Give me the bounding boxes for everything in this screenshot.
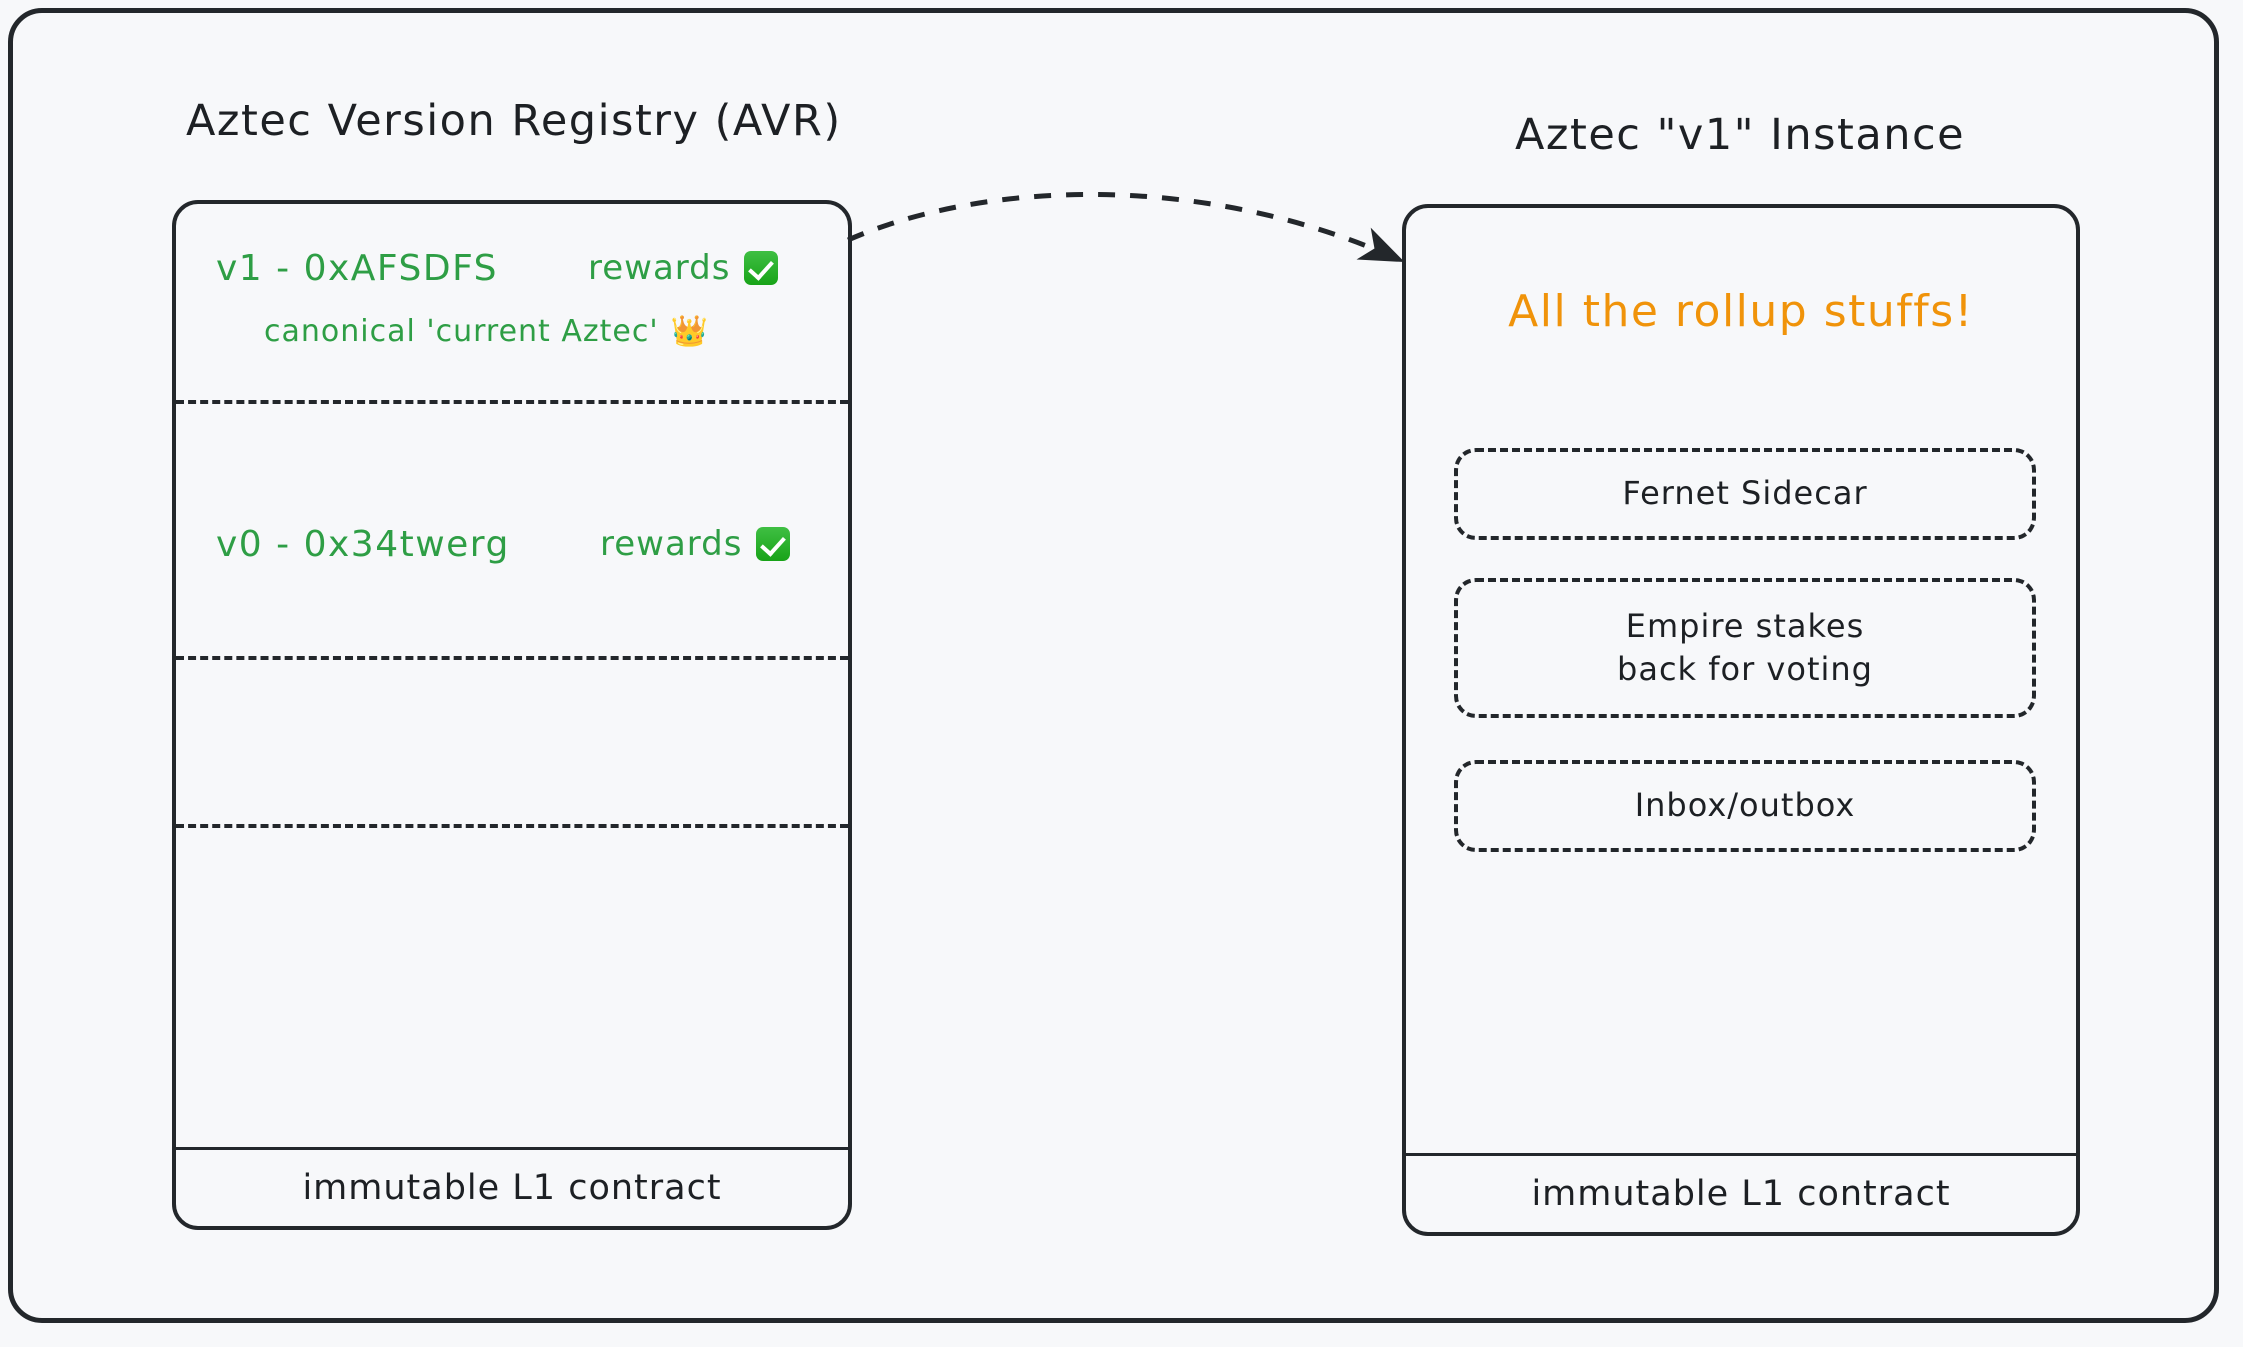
- component-label: Fernet Sidecar: [1622, 474, 1868, 513]
- registry-entry-version-id: v0 - 0x34twerg: [216, 524, 510, 565]
- registry-slot-v0[interactable]: v0 - 0x34twerg rewards: [176, 404, 848, 660]
- aztec-instance-card: All the rollup stuffs! Fernet Sidecar Em…: [1402, 204, 2080, 1236]
- instance-card-footer: immutable L1 contract: [1406, 1153, 2076, 1232]
- registry-entry-rewards-label: rewards: [588, 248, 731, 288]
- registry-slot-empty-2[interactable]: [176, 828, 848, 1158]
- avr-footer-label: immutable L1 contract: [302, 1168, 722, 1208]
- component-box-empire-stakes[interactable]: Empire stakes back for voting: [1454, 578, 2036, 718]
- component-box-inbox-outbox[interactable]: Inbox/outbox: [1454, 760, 2036, 852]
- instance-footer-label: immutable L1 contract: [1531, 1174, 1951, 1214]
- rollup-headline: All the rollup stuffs!: [1508, 286, 1974, 337]
- registry-slot-divider-3: [176, 824, 848, 828]
- registry-slot-empty-1[interactable]: [176, 660, 848, 828]
- registry-entry-version-row: v0 - 0x34twerg: [216, 524, 510, 565]
- white-check-mark-icon: [744, 251, 779, 285]
- component-label: Inbox/outbox: [1634, 786, 1856, 825]
- registry-entry-rewards: rewards: [588, 248, 779, 288]
- instance-card-body: All the rollup stuffs! Fernet Sidecar Em…: [1406, 208, 2076, 1156]
- crown-icon: 👑: [670, 313, 709, 349]
- component-label: Empire stakes back for voting: [1617, 606, 1873, 688]
- avr-panel-title: Aztec Version Registry (AVR): [186, 96, 842, 146]
- registry-slot-divider-1: [176, 400, 848, 404]
- registry-entry-rewards: rewards: [600, 524, 791, 564]
- registry-slot-v1[interactable]: v1 - 0xAFSDFS rewards canonical 'current…: [176, 204, 848, 404]
- avr-card-footer: immutable L1 contract: [176, 1147, 848, 1226]
- instance-panel-title: Aztec "v1" Instance: [1515, 110, 1966, 160]
- registry-entry-version-id: v1 - 0xAFSDFS: [216, 248, 498, 289]
- registry-entry-version-row: v1 - 0xAFSDFS: [216, 248, 498, 289]
- avr-card-body: v1 - 0xAFSDFS rewards canonical 'current…: [176, 204, 848, 1150]
- registry-entry-rewards-label: rewards: [600, 524, 743, 564]
- registry-entry-note-label: canonical 'current Aztec': [264, 314, 659, 349]
- white-check-mark-icon: [756, 527, 791, 561]
- registry-entry-note: canonical 'current Aztec' 👑: [264, 314, 709, 349]
- component-box-fernet-sidecar[interactable]: Fernet Sidecar: [1454, 448, 2036, 540]
- avr-registry-card: v1 - 0xAFSDFS rewards canonical 'current…: [172, 200, 852, 1230]
- registry-slot-divider-2: [176, 656, 848, 660]
